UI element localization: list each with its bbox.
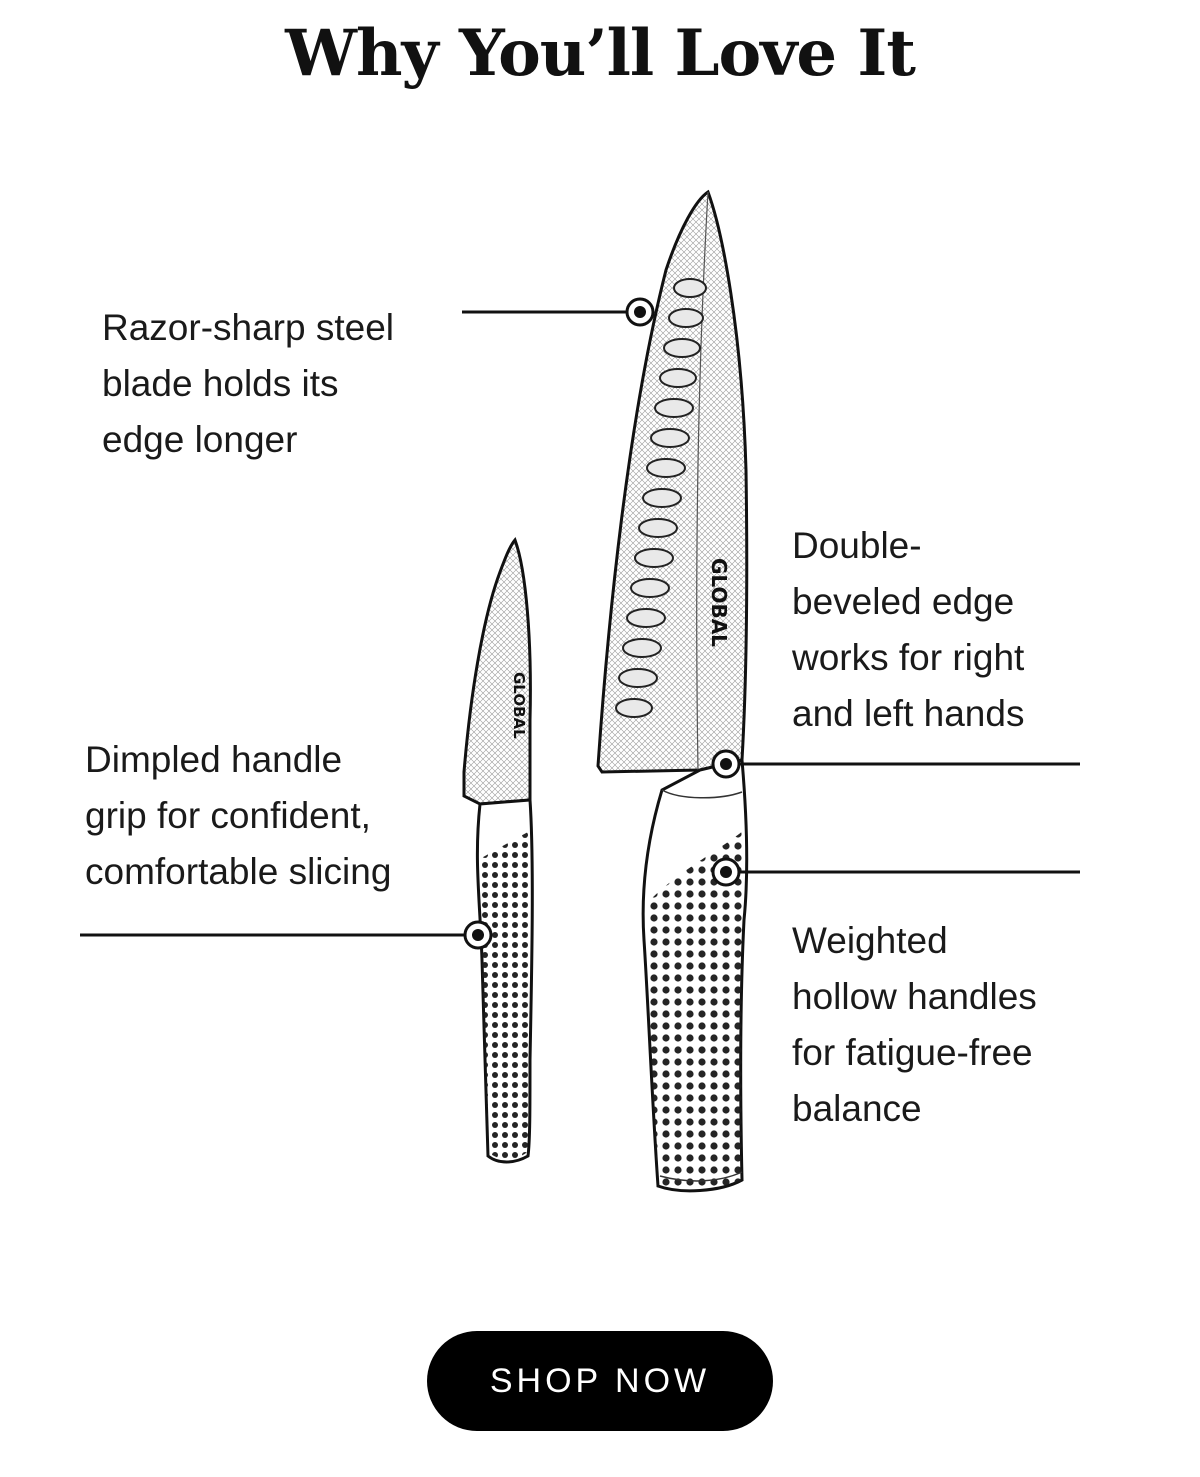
callout-line: edge longer: [102, 419, 298, 460]
callout-double-bevel: Double- beveled edge works for right and…: [792, 518, 1024, 742]
callout-line: balance: [792, 1088, 922, 1129]
page-title: Why You’ll Love It: [285, 16, 916, 91]
marker-dots: [463, 297, 741, 950]
chef-knife-brand: GLOBAL: [707, 558, 731, 647]
callout-line: Razor-sharp steel: [102, 307, 395, 348]
chef-knife-blade: [596, 189, 749, 774]
callout-line: Double-: [792, 525, 922, 566]
marker-dot-icon: [463, 920, 493, 950]
callout-weighted-handle: Weighted hollow handles for fatigue-free…: [792, 913, 1037, 1137]
callout-dimpled-grip: Dimpled handle grip for confident, comfo…: [85, 732, 391, 900]
knife-illustration: GLOBAL GLOBAL: [80, 189, 1080, 1193]
shop-now-button[interactable]: SHOP NOW: [427, 1331, 773, 1431]
callout-line: beveled edge: [792, 581, 1015, 622]
callout-line: grip for confident,: [85, 795, 371, 836]
callout-line: Weighted: [792, 920, 948, 961]
blade-dimples: [615, 278, 707, 718]
paring-knife-brand: GLOBAL: [510, 672, 528, 739]
paring-knife-blade: [462, 537, 532, 806]
marker-dot-icon: [711, 857, 741, 887]
callout-line: works for right: [792, 637, 1025, 678]
callout-line: hollow handles: [792, 976, 1037, 1017]
callout-blade-sharpness: Razor-sharp steel blade holds its edge l…: [102, 300, 394, 468]
callout-lines: [80, 310, 1080, 937]
paring-knife-illustration: GLOBAL: [462, 537, 534, 1164]
marker-dot-icon: [711, 749, 741, 779]
callout-line: comfortable slicing: [85, 851, 392, 892]
marker-dot-icon: [625, 297, 655, 327]
chef-knife-illustration: GLOBAL: [596, 189, 749, 1193]
callout-line: for fatigue-free: [792, 1032, 1033, 1073]
callout-line: blade holds its: [102, 363, 339, 404]
callout-line: Dimpled handle: [85, 739, 343, 780]
callout-line: and left hands: [792, 693, 1025, 734]
